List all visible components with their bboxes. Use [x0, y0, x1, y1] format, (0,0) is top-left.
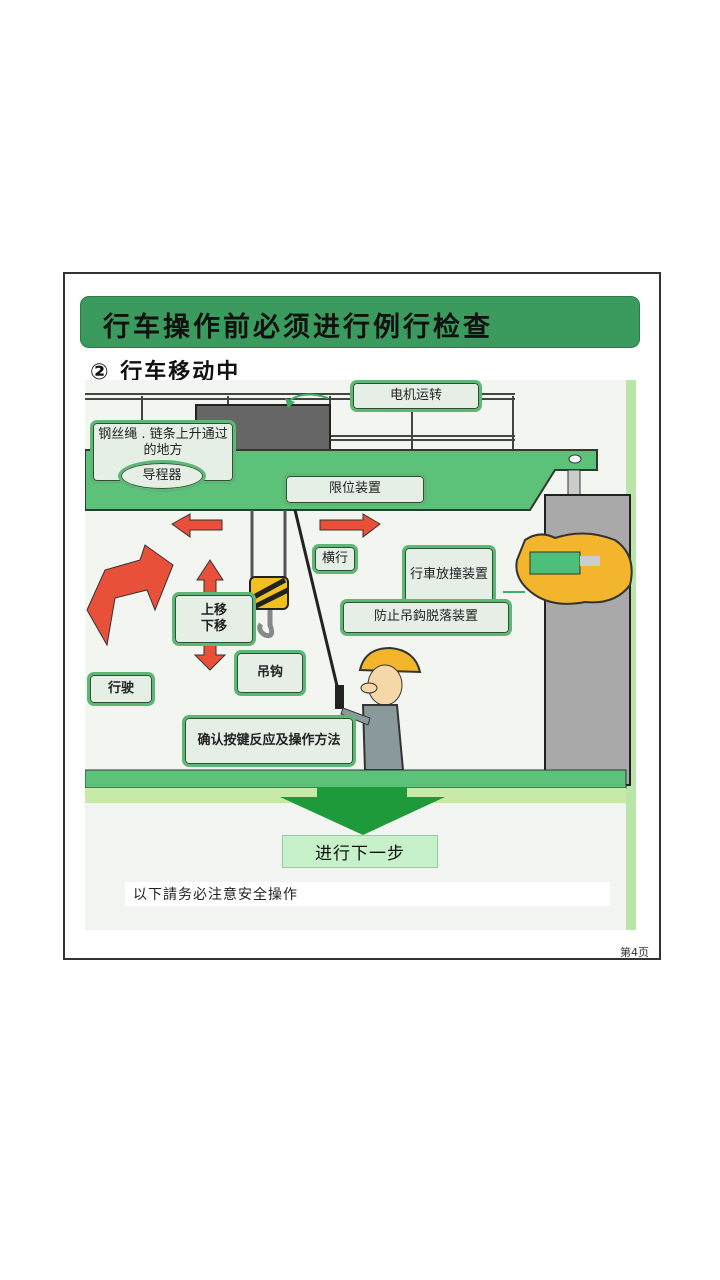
travel-arrow-icon: [86, 544, 174, 647]
label-limit: 限位装置: [283, 473, 427, 506]
label-guide: 导程器: [118, 460, 206, 492]
label-confirm: 确认按键反应及操作方法: [182, 715, 356, 767]
label-hook: 吊钩: [234, 650, 306, 696]
page-number: 第4页: [620, 946, 649, 959]
crane-illustration: 电机运转 钢丝绳 . 链条上升通过的地方 导程器 限位装置 横行 行車放撞装置 …: [85, 380, 636, 930]
floor: [85, 769, 627, 789]
label-traverse: 横行: [312, 544, 358, 574]
arrow-right-icon: [319, 513, 381, 539]
next-step-arrow-icon: [280, 797, 445, 835]
label-travel: 行驶: [87, 672, 155, 706]
pendant-cable: [293, 509, 340, 691]
title-banner: 行车操作前必须进行例行检查: [80, 296, 640, 348]
label-motor: 电机运转: [350, 380, 482, 412]
label-up: 上移: [200, 602, 227, 618]
label-bumper: 行車放撞装置: [402, 545, 496, 605]
label-down: 下移: [200, 619, 227, 634]
trolley-wheel: [567, 469, 581, 496]
arrow-left-icon: [171, 513, 223, 538]
page-title: 行车操作前必须进行例行检查: [103, 312, 493, 343]
hoist-chain: [250, 510, 287, 585]
hook-icon: [257, 610, 275, 638]
next-step-button[interactable]: 进行下一步: [282, 835, 438, 868]
label-up-down: 上移 下移: [172, 592, 256, 646]
safety-notice: 以下請务必注意安全操作: [125, 882, 610, 906]
label-anti-drop: 防止吊鈎脱落装置: [340, 599, 512, 636]
